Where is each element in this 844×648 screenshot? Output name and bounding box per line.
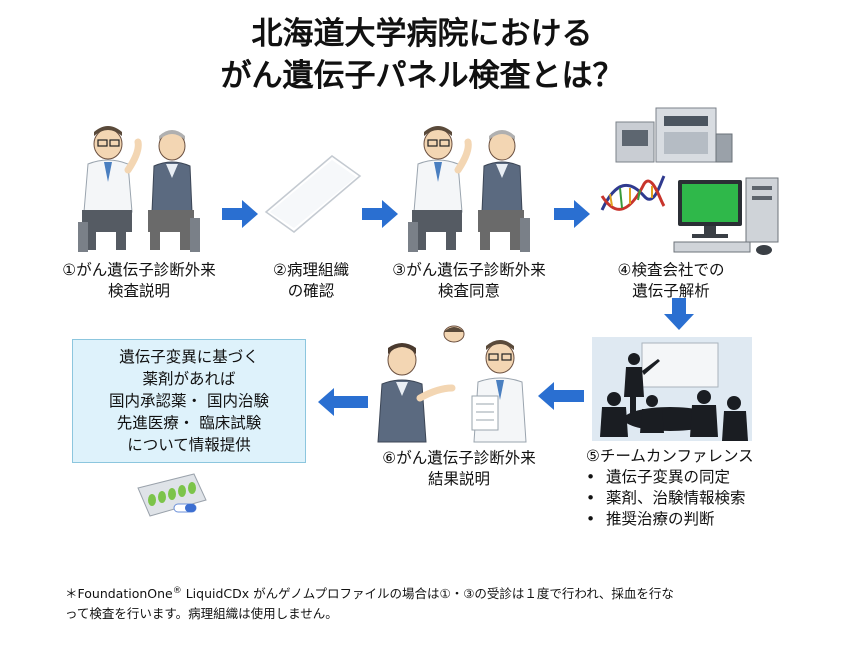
team-conference-illustration (592, 337, 752, 441)
step-5-bullet: 薬剤、治験情報検索 (586, 488, 786, 509)
info-line: 国内承認薬・ 国内治験 (109, 392, 269, 410)
step-1-line2: 検査説明 (107, 282, 170, 300)
computer-icon (673, 177, 779, 255)
registered-mark: ® (172, 586, 182, 596)
step-3-line1: ③がん遺伝子診断外来 (392, 261, 546, 279)
pathology-slide-illustration (264, 155, 362, 233)
treatment-info-box: 遺伝子変異に基づく 薬剤があれば 国内承認薬・ 国内治験 先進医療・ 臨床試験 … (72, 339, 306, 463)
step-4-label: ④検査会社での 遺伝子解析 (596, 260, 746, 302)
step-4-line1: ④検査会社での (617, 261, 725, 279)
footnote-line1: ＊FoundationOne® LiquidCDx がんゲノムプロファイルの場合… (65, 580, 674, 605)
step-3-label: ③がん遺伝子診断外来 検査同意 (380, 260, 558, 302)
step-5-bullets: 遺伝子変異の同定 薬剤、治験情報検索 推奨治療の判断 (586, 467, 786, 530)
dna-icon (600, 175, 666, 211)
footnote-line2: って検査を行います。病理組織は使用しません。 (65, 606, 338, 621)
flow-arrow-2 (362, 200, 398, 228)
info-line: 先進医療・ 臨床試験 (116, 414, 262, 432)
flow-arrow-left-1 (538, 382, 584, 410)
info-line: 遺伝子変異に基づく (119, 348, 259, 366)
medicine-pills-illustration (137, 473, 207, 517)
info-line: 薬剤があれば (142, 370, 236, 388)
footnote-rest: LiquidCDx がんゲノムプロファイルの場合は①・③の受診は１度で行われ、採… (181, 586, 674, 602)
sequencer-illustration (615, 107, 733, 163)
step-2-line1: ②病理組織 (273, 261, 349, 279)
footnote-prefix: ＊FoundationOne (65, 586, 173, 602)
step-6-line1: ⑥がん遺伝子診断外来 (382, 449, 536, 467)
step-4-line2: 遺伝子解析 (632, 282, 710, 300)
step-3-line2: 検査同意 (437, 282, 500, 300)
flow-arrow-left-2 (318, 388, 368, 416)
step-5-bullet: 遺伝子変異の同定 (586, 467, 786, 488)
page-title-line2: がん遺伝子パネル検査とは？ (220, 58, 624, 94)
page-title-line1: 北海道大学病院における (251, 16, 593, 52)
step-2-line2: の確認 (287, 282, 335, 300)
flow-arrow-down (664, 298, 694, 330)
step-5-line1: ⑤チームカンファレンス (586, 447, 754, 465)
step-2-label: ②病理組織 の確認 (252, 260, 370, 302)
info-line: について情報提供 (127, 436, 251, 454)
flow-arrow-3 (554, 200, 590, 228)
step-5-bullet: 推奨治療の判断 (586, 509, 786, 530)
consultation-illustration-6 (377, 325, 527, 443)
step-1-line1: ①がん遺伝子診断外来 (62, 261, 216, 279)
step-5-label: ⑤チームカンファレンス 遺伝子変異の同定 薬剤、治験情報検索 推奨治療の判断 (586, 446, 786, 530)
consultation-illustration-3 (408, 126, 530, 252)
consultation-illustration-1 (78, 126, 200, 252)
step-6-label: ⑥がん遺伝子診断外来 結果説明 (370, 448, 548, 490)
step-6-line2: 結果説明 (427, 470, 490, 488)
flow-arrow-1 (222, 200, 258, 228)
step-1-label: ①がん遺伝子診断外来 検査説明 (50, 260, 228, 302)
